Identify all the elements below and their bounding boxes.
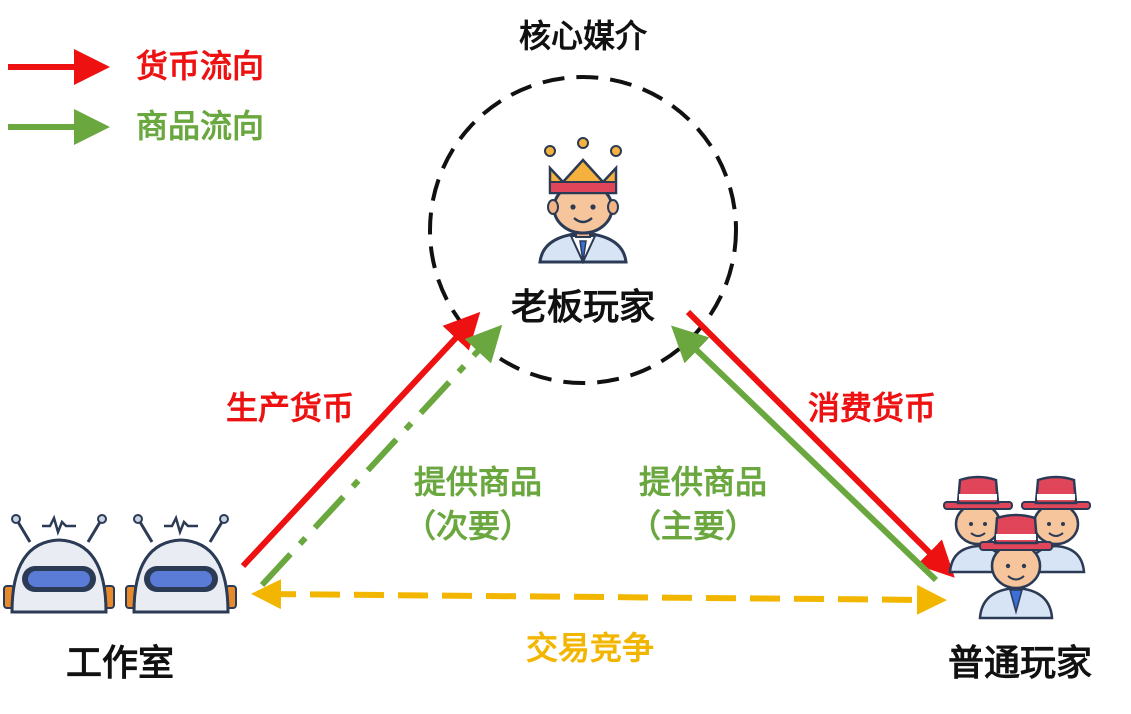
boss-player-label: 老板玩家 <box>510 287 656 328</box>
consume-money-label: 消费货币 <box>808 389 937 427</box>
consume-money-arrow <box>685 309 955 578</box>
robot-icon <box>125 514 237 614</box>
goods-primary-label-line2: （主要） <box>628 507 758 545</box>
goods-secondary-label-line1: 提供商品 <box>413 463 543 501</box>
produce-money-label: 生产货币 <box>226 389 355 427</box>
core-circle <box>428 75 738 385</box>
competition-label: 交易竞争 <box>525 629 655 667</box>
goods-primary-label-line1: 提供商品 <box>638 463 768 501</box>
goods-secondary-label-line2: （次要） <box>403 507 533 545</box>
ordinary-players-label: 普通玩家 <box>947 643 1093 684</box>
hat-players-group-icon <box>943 475 1091 620</box>
core-label: 核心媒介 <box>518 17 648 55</box>
crowned-player-icon <box>538 137 628 265</box>
competition-arrow <box>251 579 947 615</box>
goods-primary-arrow <box>671 325 939 583</box>
produce-money-arrow <box>240 311 481 569</box>
robot-icon <box>3 514 115 614</box>
legend-goods-label: 商品流向 <box>136 107 265 145</box>
studio-label: 工作室 <box>65 643 175 684</box>
goods-secondary-arrow <box>259 324 503 588</box>
legend-money-label: 货币流向 <box>136 47 265 85</box>
